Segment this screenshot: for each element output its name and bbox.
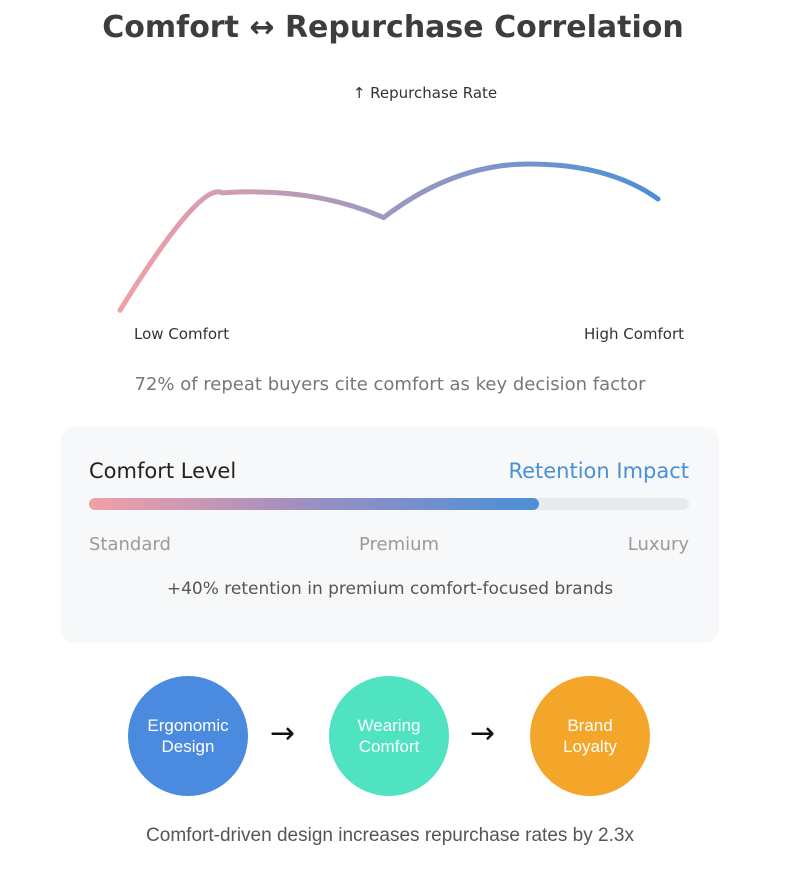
comfort-level-label: Comfort Level [89, 459, 237, 483]
curve-svg [117, 161, 661, 313]
tick-standard: Standard [89, 534, 171, 555]
node-ergonomic-design: Ergonomic Design [128, 676, 248, 796]
arrow-icon: → [470, 716, 496, 751]
comfort-progress-fill [89, 498, 539, 510]
tick-premium: Premium [359, 534, 440, 555]
retention-impact-label: Retention Impact [508, 459, 689, 483]
correlation-chart: ↑ Repurchase Rate Low Comfort High Comfo… [0, 70, 786, 370]
node-wearing-comfort: Wearing Comfort [329, 676, 449, 796]
page-title: Comfort ↔ Repurchase Correlation [102, 10, 684, 45]
stat-caption: 72% of repeat buyers cite comfort as key… [134, 374, 646, 395]
y-axis-label: ↑ Repurchase Rate [352, 84, 498, 102]
tick-luxury: Luxury [627, 534, 689, 555]
node-brand-loyalty: Brand Loyalty [530, 676, 650, 796]
retention-note: +40% retention in premium comfort-focuse… [166, 579, 614, 599]
arrow-icon: → [270, 716, 296, 751]
comfort-progress-track [89, 498, 689, 510]
x-label-low: Low Comfort [134, 325, 230, 343]
comfort-level-card: Comfort Level Retention Impact Standard … [61, 427, 719, 643]
series-line [117, 161, 661, 313]
x-label-high: High Comfort [584, 325, 685, 343]
footer-caption: Comfort-driven design increases repurcha… [146, 825, 634, 846]
flow-diagram: Ergonomic Design → Wearing Comfort → Bra… [0, 676, 786, 798]
